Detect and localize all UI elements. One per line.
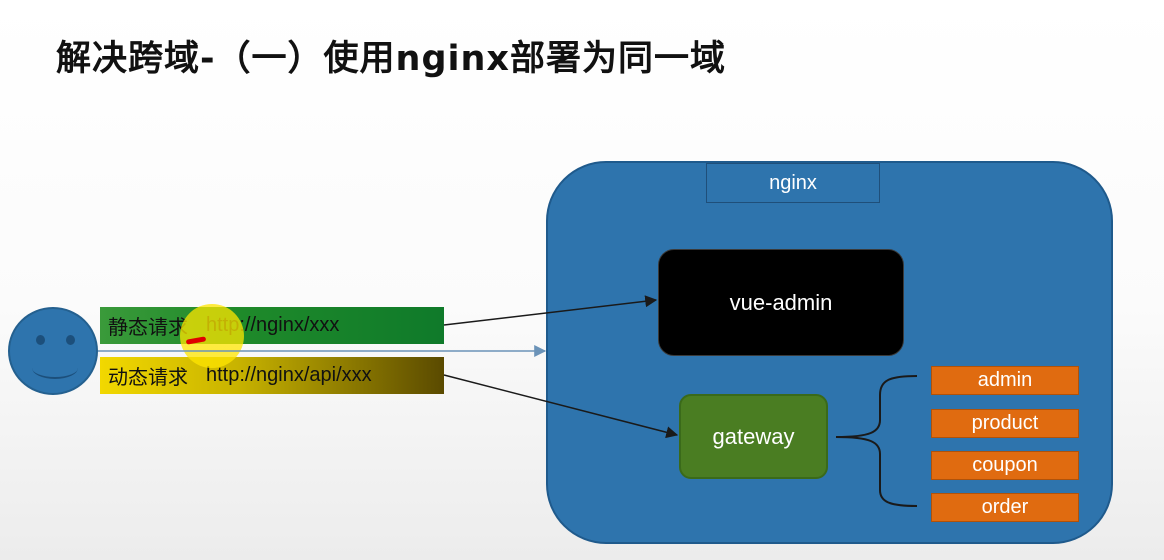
user-face-icon [8,307,98,395]
smile-icon [32,357,78,379]
service-coupon: coupon [931,451,1079,480]
cursor-highlight-icon [180,304,244,368]
gateway-box: gateway [679,394,828,479]
service-product: product [931,409,1079,438]
static-request-kind: 静态请求 [108,315,188,339]
left-eye-icon [36,335,45,345]
vue-admin-box: vue-admin [658,249,904,356]
right-eye-icon [66,335,75,345]
dynamic-request-url: http://nginx/api/xxx [206,364,372,386]
slide-title: 解决跨域-（一）使用nginx部署为同一域 [56,39,726,79]
dynamic-request-kind: 动态请求 [108,365,188,389]
service-order: order [931,493,1079,522]
nginx-label: nginx [706,163,880,203]
dynamic-request-bar: 动态请求 http://nginx/api/xxx [100,357,444,394]
static-request-bar: 静态请求 http://nginx/xxx [100,307,444,344]
service-admin: admin [931,366,1079,395]
